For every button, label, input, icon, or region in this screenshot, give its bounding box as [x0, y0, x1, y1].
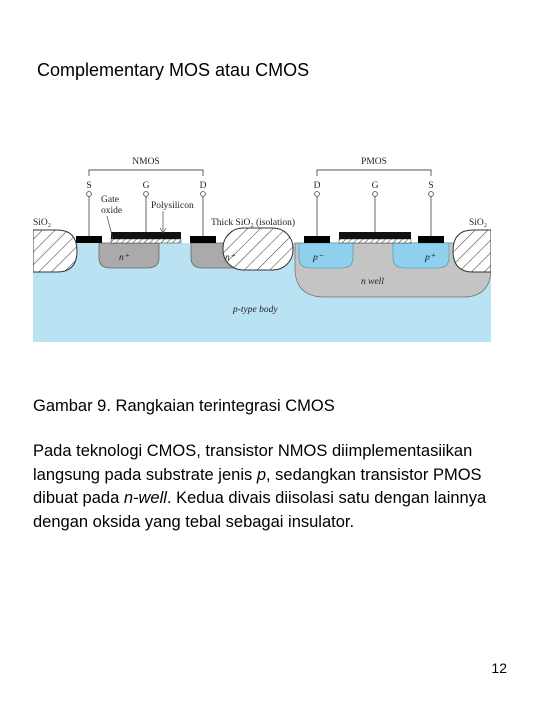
- gate-oxide-label-2: oxide: [101, 206, 122, 216]
- nmos-source-contact: [76, 236, 102, 243]
- n-well-label: n well: [361, 277, 384, 287]
- p-body-label: p-type body: [232, 305, 278, 315]
- pmos-source-contact: [418, 236, 444, 243]
- nmos-source-n-plus-label: n⁺: [119, 253, 130, 263]
- sio2-right-label: SiO₂: [469, 218, 487, 228]
- paragraph-text-3: . Kedua divais diisolasi satu dengan lai…: [33, 489, 487, 531]
- sio2-isolation-right: [452, 229, 491, 273]
- sio2-isolation-center: [222, 227, 294, 271]
- nmos-gate-oxide: [110, 238, 182, 244]
- pmos-p-plus-label: p⁺: [424, 253, 436, 263]
- page-number: 12: [491, 660, 507, 676]
- pmos-terminal-d: D: [314, 181, 321, 191]
- nmos-drain-n-plus-label: n⁺: [225, 253, 236, 263]
- pmos-terminal-s: S: [428, 181, 433, 191]
- paragraph-italic-nwell: n-well: [123, 489, 167, 507]
- gate-oxide-pointer: [106, 215, 114, 240]
- nmos-terminal-g: G: [143, 181, 150, 191]
- nmos-terminal-d: D: [200, 181, 207, 191]
- cmos-cross-section-diagram: NMOS PMOS S G D D G S Gate oxide Polysil…: [33, 157, 491, 342]
- nmos-polysilicon-gate: [111, 232, 181, 239]
- polysilicon-label: Polysilicon: [151, 201, 194, 211]
- pmos-bracket: [316, 169, 432, 176]
- gate-oxide-label-1: Gate: [101, 195, 119, 205]
- thick-sio2-label: Thick SiO₂ (isolation): [211, 217, 295, 228]
- figure-caption: Gambar 9. Rangkaian terintegrasi CMOS: [33, 397, 335, 415]
- nmos-drain-contact: [190, 236, 216, 243]
- pmos-gate-oxide: [338, 238, 412, 244]
- nmos-terminal-s: S: [86, 181, 91, 191]
- nmos-source-n-plus: [98, 242, 160, 269]
- sio2-isolation-left: [33, 229, 78, 273]
- paragraph-text-1: Pada teknologi CMOS, transistor NMOS dii…: [33, 442, 473, 484]
- page-title: Complementary MOS atau CMOS: [37, 60, 310, 80]
- paragraph-italic-p: p: [256, 465, 267, 484]
- pmos-drain-p-minus: [298, 242, 354, 269]
- pmos-source-p-plus: [392, 242, 450, 269]
- nmos-label: NMOS: [132, 157, 159, 167]
- pmos-polysilicon-gate: [339, 232, 411, 239]
- sio2-left-label: SiO₂: [33, 218, 51, 228]
- pmos-terminal-g: G: [372, 181, 379, 191]
- nmos-bracket: [88, 169, 204, 176]
- body-paragraph: Pada teknologi CMOS, transistor NMOS dii…: [33, 440, 513, 534]
- pmos-p-minus-label: p⁻: [312, 253, 324, 263]
- pmos-label: PMOS: [361, 157, 387, 167]
- pmos-drain-contact: [304, 236, 330, 243]
- paragraph-text-2: , sedangkan transistor PMOS dibuat pada: [33, 465, 482, 508]
- terminal-leads: [86, 191, 434, 236]
